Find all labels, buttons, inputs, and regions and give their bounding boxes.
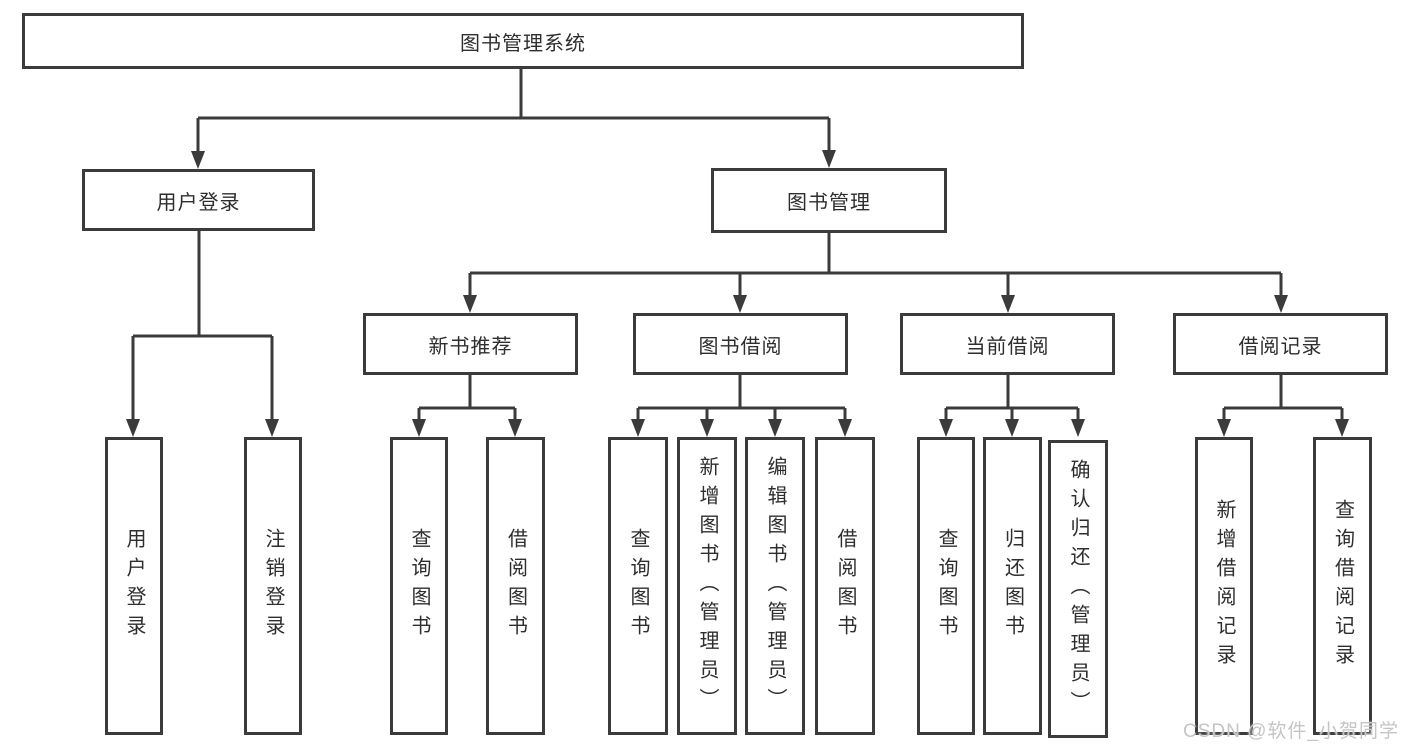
leaf-label: 借阅图书: [504, 528, 527, 644]
node-book-borrowing: 图书借阅: [633, 313, 848, 375]
leaf-label: 注销登录: [262, 528, 284, 644]
leaf-label: 新增借阅记录: [1213, 499, 1235, 673]
leaf-edit-books-admin: 编辑图书（管理员）: [745, 437, 805, 735]
leaf-label: 用户登录: [123, 528, 145, 644]
leaf-confirm-return-admin: 确认归还（管理员）: [1048, 440, 1108, 738]
leaf-borrow-books: 借阅图书: [815, 437, 875, 735]
leaf-query-borrow-record: 查询借阅记录: [1313, 437, 1372, 735]
node-library-management-system: 图书管理系统: [22, 13, 1024, 69]
leaf-label: 查询图书: [627, 528, 649, 644]
leaf-label: 确认归还（管理员）: [1067, 458, 1089, 720]
node-label: 图书借阅: [698, 335, 783, 358]
node-borrowing-records: 借阅记录: [1173, 313, 1388, 375]
leaf-label: 查询图书: [408, 528, 430, 644]
leaf-query-books-recommend: 查询图书: [390, 437, 448, 735]
leaf-query-books-borrowing: 查询图书: [608, 437, 668, 735]
leaf-label: 新增图书（管理员）: [696, 455, 718, 717]
leaf-borrow-books-recommend: 借阅图书: [486, 437, 545, 735]
node-label: 用户登录: [156, 191, 241, 214]
leaf-label: 编辑图书（管理员）: [764, 455, 786, 717]
node-label: 新书推荐: [428, 335, 513, 358]
leaf-logout: 注销登录: [244, 437, 302, 735]
node-user-login: 用户登录: [82, 169, 315, 231]
leaf-return-books: 归还图书: [983, 437, 1042, 735]
node-label: 当前借阅: [965, 335, 1050, 358]
csdn-watermark: CSDN @软件_小贺同学: [1183, 721, 1399, 742]
leaf-label: 借阅图书: [834, 528, 856, 644]
leaf-label: 归还图书: [1001, 528, 1024, 644]
leaf-user-login: 用户登录: [105, 437, 163, 735]
node-current-borrowing: 当前借阅: [900, 313, 1115, 375]
leaf-query-books-current: 查询图书: [917, 437, 975, 735]
leaf-label: 查询借阅记录: [1331, 499, 1354, 673]
node-new-book-recommendation: 新书推荐: [363, 313, 578, 375]
node-label: 图书管理系统: [460, 32, 586, 55]
node-book-management: 图书管理: [711, 168, 947, 233]
leaf-label: 查询图书: [935, 528, 957, 644]
leaf-add-books-admin: 新增图书（管理员）: [677, 437, 737, 735]
node-label: 借阅记录: [1238, 335, 1323, 358]
leaf-add-borrow-record: 新增借阅记录: [1195, 437, 1253, 735]
node-label: 图书管理: [787, 192, 871, 214]
